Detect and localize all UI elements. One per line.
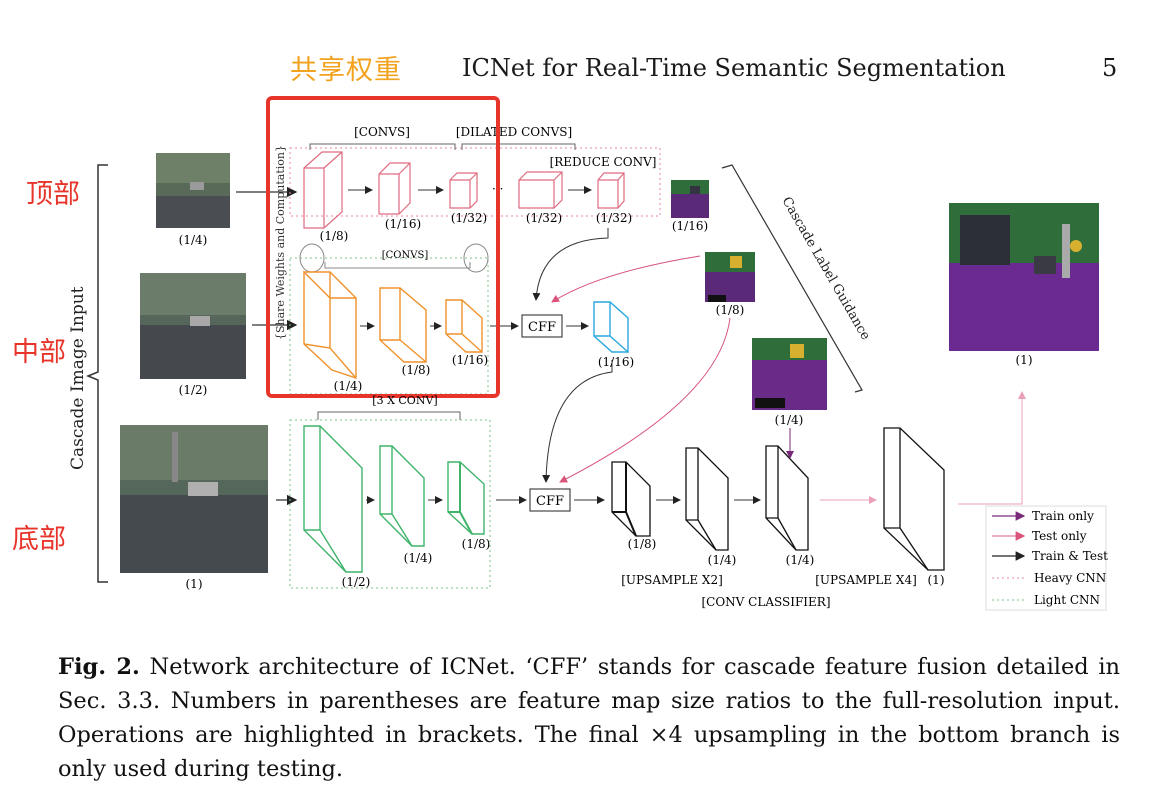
input-image-bottom [120,425,268,573]
ratio-input-bottom: (1) [186,577,203,591]
bracket-3x-conv: [3 X CONV] [372,394,437,407]
input-brace [85,164,108,583]
shared-weights-annotation: 共享权重 [290,55,402,86]
bracket-upsample-x2: [UPSAMPLE X2] [621,573,723,587]
bracket-dilated-convs: [DILATED CONVS] [456,125,572,139]
page-number: 5 [1102,54,1118,82]
shared-weights-highlight [266,96,500,398]
caption-label: Fig. 2. [58,654,140,680]
label-map-bottom [752,338,827,410]
ratio-mid-3: (1/16) [452,353,488,367]
input-image-middle [140,273,246,379]
legend-light-cnn: Light CNN [1034,593,1100,607]
ratio-bottom-3: (1/8) [462,537,491,551]
icnet-architecture-diagram: Cascade Image Input (1/4) (1/2) (1) {Sha… [68,96,1108,611]
legend-train-test: Train & Test [1032,549,1108,563]
figure-caption: Fig. 2. Network architecture of ICNet. ‘… [58,650,1120,786]
cascade-guidance-label: Cascade Label Guidance [779,195,873,344]
output-segmentation-map [949,203,1099,351]
bracket-reduce-conv: [REDUCE CONV] [550,155,657,169]
share-weights-label: {Share Weights and Computation} [274,145,287,340]
bracket-convs: [CONVS] [354,125,410,139]
ratio-dec-1: (1/8) [628,537,657,551]
ratio-top-2: (1/16) [385,217,421,231]
ratio-bottom-2: (1/4) [404,551,433,565]
legend-train-only: Train only [1032,509,1094,523]
ratio-final: (1) [928,573,945,587]
top-annotation: 顶部 [26,179,80,210]
cff-box-1 [521,314,563,338]
cff-box-2 [529,488,571,512]
bottom-annotation: 底部 [12,524,66,555]
ratio-label-top: (1/16) [672,219,708,233]
ratio-label-bottom: (1/4) [775,413,804,427]
ratio-top-3: (1/32) [451,211,487,225]
input-image-top [156,153,230,228]
label-map-top [671,180,709,218]
ratio-top-4: (1/32) [526,211,562,225]
cff-label-1: CFF [528,320,556,335]
caption-text: Network architecture of ICNet. ‘CFF’ sta… [58,654,1121,782]
ratio-mid-2: (1/8) [402,363,431,377]
ratio-mid-1: (1/4) [334,379,363,393]
ratio-bottom-1: (1/2) [342,575,371,589]
legend-test-only: Test only [1032,529,1087,543]
ratio-input-middle: (1/2) [179,383,208,397]
ratio-top-5: (1/32) [596,211,632,225]
middle-annotation: 中部 [12,337,66,368]
legend: Train only Test only Train & Test Heavy … [985,505,1108,611]
label-map-middle [705,252,755,302]
bracket-mid-convs: [CONVS] [382,250,429,261]
bracket-conv-classifier: [CONV CLASSIFIER] [701,595,830,609]
ratio-dec-3: (1/4) [786,553,815,567]
ratio-top-1: (1/8) [320,229,349,243]
ratio-label-middle: (1/8) [716,303,745,317]
legend-heavy-cnn: Heavy CNN [1034,571,1106,585]
ratio-output: (1) [1016,353,1033,367]
bracket-upsample-x4: [UPSAMPLE X4] [815,573,917,587]
ratio-dec-2: (1/4) [708,553,737,567]
cff-label-2: CFF [536,494,564,509]
ratio-input-top: (1/4) [179,233,208,247]
input-label: Cascade Image Input [68,286,88,470]
page-header-title: ICNet for Real-Time Semantic Segmentatio… [462,54,1006,82]
ratio-cff-out: (1/16) [598,355,634,369]
